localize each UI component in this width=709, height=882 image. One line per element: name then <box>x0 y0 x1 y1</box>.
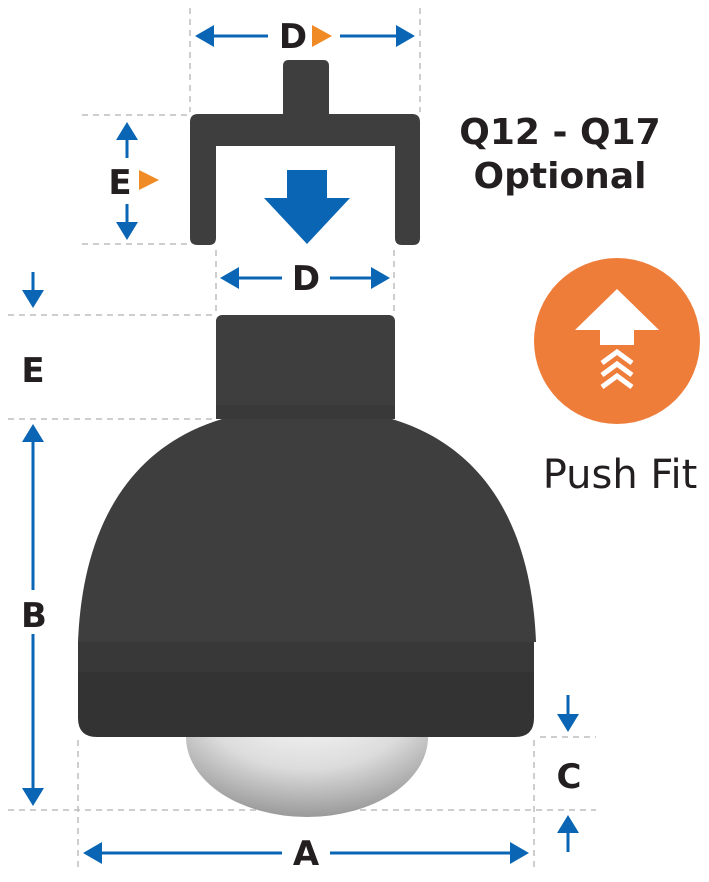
label-d-mid: D <box>292 259 320 299</box>
label-c-right: C <box>557 757 582 797</box>
guide-lines <box>8 8 596 868</box>
dimension-a-bottom: A <box>83 834 529 874</box>
optional-socket <box>190 60 420 245</box>
label-e-top: E <box>108 163 131 203</box>
dimension-b-left: B <box>21 424 47 806</box>
dimension-e-top: E <box>108 122 159 240</box>
castor-stem <box>216 315 395 419</box>
orange-triangle-marker-icon <box>139 170 159 190</box>
castor-housing <box>78 419 536 737</box>
dimension-d-mid: D <box>220 259 390 299</box>
optional-caption: Q12 - Q17 Optional <box>459 112 660 197</box>
optional-line2: Optional <box>474 156 647 197</box>
label-b-left: B <box>21 596 47 636</box>
label-d-top: D <box>279 17 307 57</box>
orange-triangle-marker-icon <box>312 25 332 47</box>
label-a-bottom: A <box>293 834 320 874</box>
optional-line1: Q12 - Q17 <box>459 112 660 153</box>
up-arrow-chevrons-icon <box>575 289 659 390</box>
down-arrow-icon <box>264 170 350 244</box>
dimension-c-right: C <box>557 695 582 852</box>
label-e-left: E <box>21 351 44 391</box>
dimension-e-left: E <box>21 272 45 391</box>
push-fit-badge: Push Fit <box>534 258 700 498</box>
push-fit-label: Push Fit <box>543 452 698 498</box>
dimension-d-top: D <box>195 17 415 57</box>
